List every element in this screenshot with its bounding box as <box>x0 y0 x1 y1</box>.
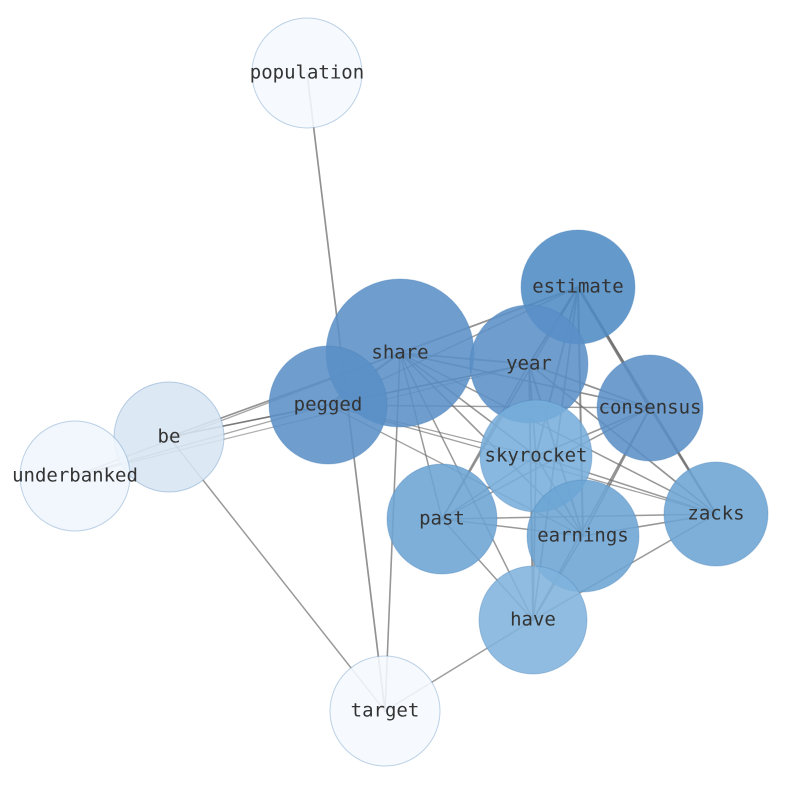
graph-node-underbanked[interactable] <box>19 420 131 532</box>
graph-node-label-skyrocket: skyrocket <box>485 445 588 467</box>
graph-node-label-target: target <box>351 700 420 722</box>
graph-node-label-consensus: consensus <box>599 397 702 419</box>
graph-node-consensus[interactable] <box>596 354 704 462</box>
node-layer <box>19 17 769 767</box>
graph-node-earnings[interactable] <box>526 479 640 593</box>
graph-node-have[interactable] <box>478 565 588 675</box>
graph-node-label-year: year <box>506 353 552 375</box>
graph-node-label-estimate: estimate <box>532 276 624 298</box>
graph-node-label-past: past <box>419 508 465 530</box>
graph-node-label-population: population <box>250 62 364 84</box>
label-layer: population share pegged estimate year consens… <box>12 62 745 722</box>
graph-node-pegged[interactable] <box>268 345 388 465</box>
graph-node-label-be: be <box>158 426 181 448</box>
graph-node-zacks[interactable] <box>663 461 769 567</box>
graph-node-population[interactable] <box>251 17 363 129</box>
graph-node-be[interactable] <box>113 381 225 493</box>
graph-node-label-have: have <box>510 609 556 631</box>
graph-node-past[interactable] <box>386 463 498 575</box>
graph-node-label-underbanked: underbanked <box>12 465 138 487</box>
graph-node-label-share: share <box>371 342 428 364</box>
graph-node-label-zacks: zacks <box>687 503 744 525</box>
graph-node-label-earnings: earnings <box>537 525 629 547</box>
graph-node-target[interactable] <box>329 655 441 767</box>
graph-node-label-pegged: pegged <box>294 394 363 416</box>
graph-edge <box>168 436 386 712</box>
